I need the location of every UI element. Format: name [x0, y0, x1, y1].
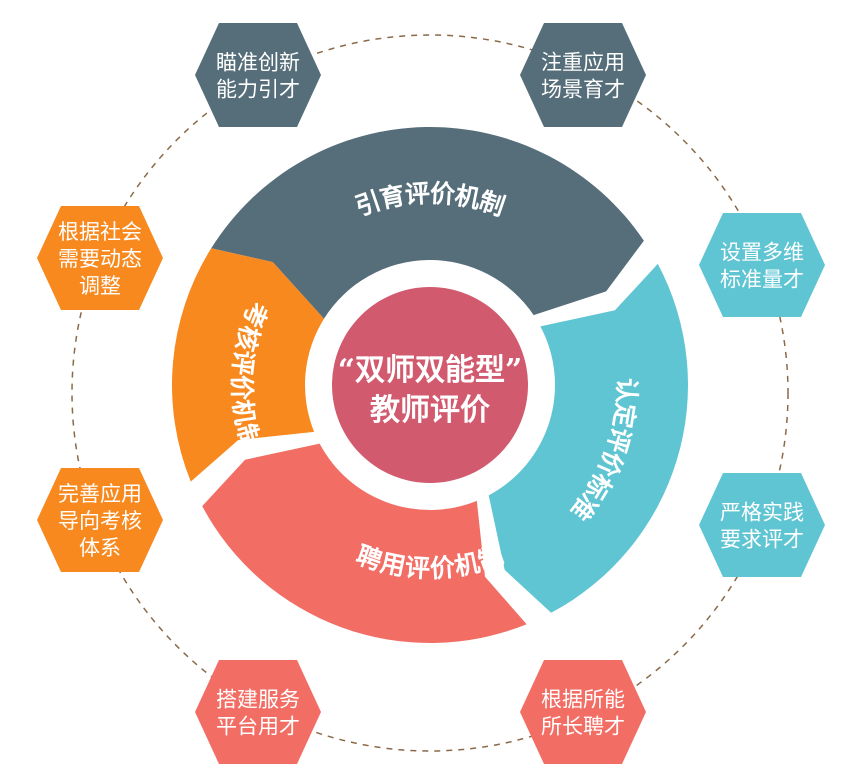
- ring-segment-employment: [202, 443, 527, 643]
- hexagon-text-line: 搭建服务: [216, 688, 300, 712]
- hexagon-text-line: 严格实践: [720, 501, 804, 525]
- hexagon-text-line: 完善应用: [58, 482, 142, 506]
- hexagon-text-line: 体系: [79, 536, 121, 560]
- ring-segment-cultivation: [211, 126, 644, 319]
- hexagon-shape: [699, 213, 825, 317]
- hexagon-shape: [520, 23, 646, 127]
- hexagon-text-line: 要求评才: [720, 528, 804, 552]
- hexagon-text-line: 需要动态: [58, 247, 142, 271]
- hexagon-shape: [520, 660, 646, 764]
- ring-segment-certification: [488, 263, 688, 613]
- hexagon-shape: [699, 473, 825, 577]
- hexagon-text-line: 平台用才: [216, 715, 300, 739]
- hexagon-text-line: 场景育才: [541, 78, 625, 102]
- hexagon-text-line: 根据社会: [58, 220, 142, 244]
- hexagon-shape: [37, 206, 163, 310]
- hexagon-text-line: 导向考核: [58, 509, 142, 533]
- hexagon-text-line: 根据所能: [541, 688, 625, 712]
- hexagon-text-line: 标准量才: [720, 268, 804, 292]
- hexagon-text-line: 注重应用: [541, 51, 625, 75]
- hexagon-shape: [195, 660, 321, 764]
- center-circle: [332, 287, 528, 483]
- ring-segment-assessment: [172, 248, 324, 482]
- hexagon-text-line: 设置多维: [720, 241, 804, 265]
- hexagon-text-line: 所长聘才: [541, 715, 625, 739]
- hexagon-shape: [37, 468, 163, 572]
- hexagon-text-line: 调整: [79, 274, 121, 298]
- outer-dashed-circle: [71, 34, 789, 752]
- center-title-line1: “双师双能型”: [338, 353, 523, 388]
- hexagon-text-line: 能力引才: [216, 78, 300, 102]
- hexagon-shape: [195, 23, 321, 127]
- center-title-line2: 教师评价: [370, 393, 490, 428]
- hexagon-text-line: 瞄准创新: [216, 51, 300, 75]
